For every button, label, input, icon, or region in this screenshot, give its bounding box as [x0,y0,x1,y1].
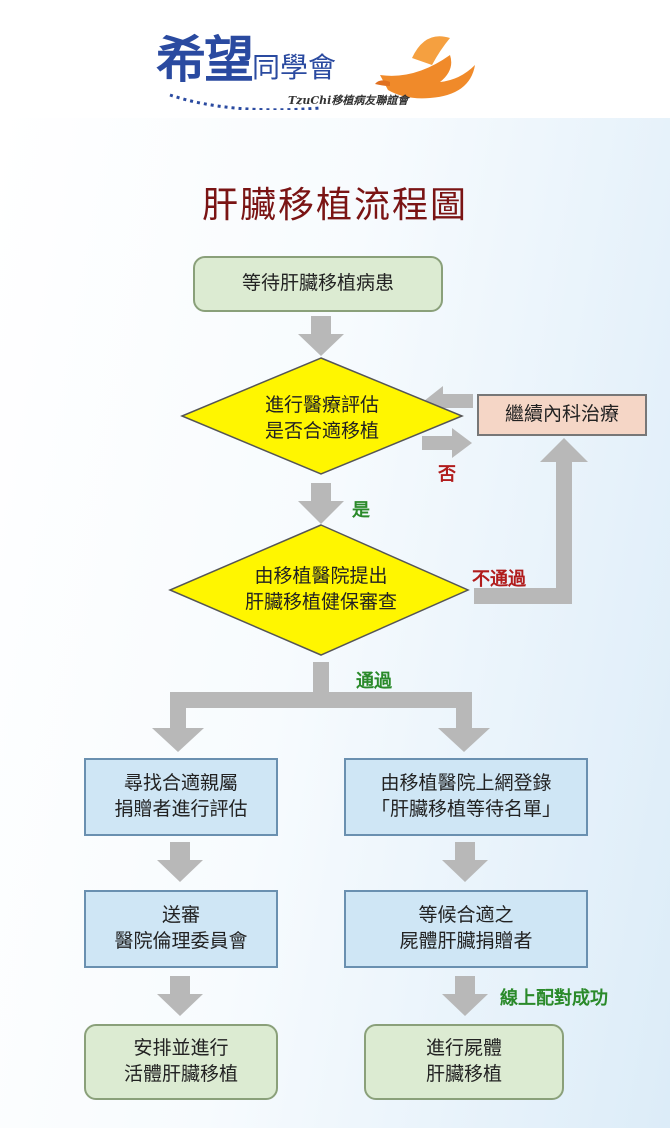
logo-name-big: 希望 [156,30,254,89]
page-title: 肝臟移植流程圖 [201,185,468,226]
logo-name-small: 同學會 [252,51,337,84]
node-deceased-register: 由移植醫院上網登錄 「肝臟移植等待名單」 [344,758,588,836]
node-living-find-line1: 尋找合適親屬 [123,772,238,795]
node-medical-treatment: 繼續內科治療 [477,394,647,436]
label-fail: 不通過 [472,569,526,590]
node-evaluate-line1: 進行醫療評估 [264,394,379,416]
node-submit-line1: 由移植醫院提出 [254,565,388,587]
arrow-down-icon [298,483,344,524]
bird-icon [375,36,475,99]
arrow-up-icon [474,438,588,604]
arrow-down-icon [442,976,488,1016]
label-yes: 是 [352,500,370,521]
node-waiting: 等待肝臟移植病患 [193,256,443,312]
node-deceased-wait: 等候合適之 屍體肝臟捐贈者 [344,890,588,968]
node-deceased-do-line2: 肝臟移植 [425,1063,502,1085]
node-deceased-register-line1: 由移植醫院上網登錄 [380,772,552,795]
node-deceased-wait-line2: 屍體肝臟捐贈者 [399,930,533,952]
node-deceased-wait-line1: 等候合適之 [418,904,514,927]
node-living-review-line1: 送審 [161,904,200,927]
node-living-review: 送審 醫院倫理委員會 [84,890,278,968]
label-pass: 通過 [356,671,392,692]
logo-name: 希望同學會 [156,20,336,92]
node-living-find-line2: 捐贈者進行評估 [114,798,248,820]
node-living-arrange: 安排並進行 活體肝臟移植 [84,1024,278,1100]
decision-diamond-review [168,524,470,656]
node-living-arrange-line2: 活體肝臟移植 [123,1063,238,1085]
arrow-down-icon [157,842,203,882]
node-waiting-label: 等待肝臟移植病患 [241,272,394,295]
arrow-right-icon [422,428,472,458]
node-medical-treatment-label: 繼續內科治療 [504,403,619,426]
node-deceased-do-line1: 進行屍體 [425,1037,502,1060]
node-living-find: 尋找合適親屬 捐贈者進行評估 [84,758,278,836]
label-no: 否 [438,464,456,485]
node-submit-line2: 肝臟移植健保審查 [244,590,397,613]
decision-diamond-evaluate [180,357,464,475]
branch-connector [152,662,490,752]
node-living-review-line2: 醫院倫理委員會 [114,930,248,952]
node-evaluate: 進行醫療評估 是否合適移植 [232,393,412,444]
logo-subtitle: TzuChi移植病友聯誼會 [288,94,409,107]
label-matched: 線上配對成功 [500,988,608,1009]
header [0,0,670,118]
arrow-down-icon [298,316,344,356]
node-submit: 由移植醫院提出 肝臟移植健保審查 [216,564,426,615]
logo-graphic [169,36,475,110]
node-evaluate-line2: 是否合適移植 [264,419,379,442]
node-deceased-do: 進行屍體 肝臟移植 [364,1024,564,1100]
node-deceased-register-line2: 「肝臟移植等待名單」 [370,798,561,820]
node-living-arrange-line1: 安排並進行 [133,1037,229,1060]
arrow-down-icon [442,842,488,882]
arrow-down-icon [157,976,203,1016]
